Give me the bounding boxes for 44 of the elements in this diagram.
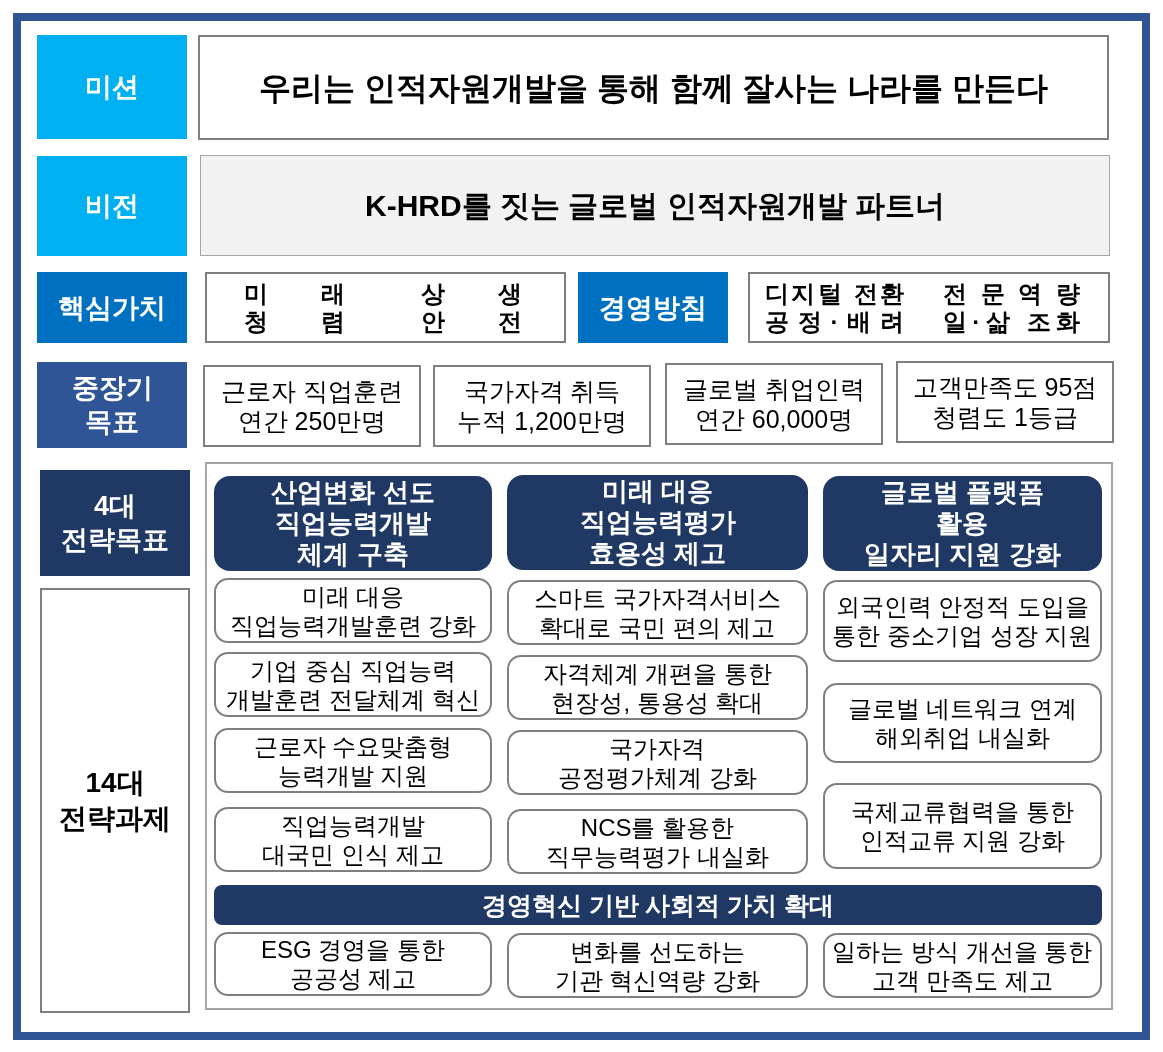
task-box: NCS를 활용한 직무능력평가 내실화 [507, 809, 808, 874]
row-header: 경영방침 [578, 272, 728, 343]
value-label: 안전 [421, 308, 522, 336]
goal-text: 청렴도 1등급 [932, 402, 1078, 432]
task-box: 근로자 수요맞춤형 능력개발 지원 [214, 728, 492, 793]
value-label: 청렴 [244, 308, 345, 336]
value-label: 상생 [421, 280, 522, 308]
goal-box [896, 361, 1114, 443]
goal-box: 근로자 직업훈련 연간 250만명 [203, 365, 421, 447]
task-box: 일하는 방식 개선을 통한 고객 만족도 제고 [823, 933, 1102, 998]
task-box: 변화를 선도하는 기관 혁신역량 강화 [507, 933, 808, 998]
goal-header: 글로벌 플랫폼 활용 일자리 지원 강화 [823, 476, 1102, 571]
policy-label: 디지털 전환 [765, 280, 904, 308]
task-box: 글로벌 네트워크 연계 해외취업 내실화 [823, 683, 1102, 763]
row-header: 14대 전략과제 [40, 588, 190, 1013]
task-box: 스마트 국가자격서비스 확대로 국민 편의 제고 [507, 580, 808, 645]
row-header: 핵심가치 [37, 272, 187, 343]
group-frame [205, 462, 1113, 1010]
row-header: 중장기 목표 [37, 362, 187, 448]
banner-bar: 경영혁신 기반 사회적 가치 확대 [214, 885, 1102, 925]
goal-box: 글로벌 취업인력 연간 60,000명 [665, 363, 883, 445]
task-box: ESG 경영을 통한 공공성 제고 [214, 932, 492, 996]
row-header: 4대 전략목표 [40, 470, 190, 576]
values-box [205, 272, 566, 343]
policy-label: 전문역량 [943, 280, 1080, 308]
row-header: 미션 [37, 35, 187, 139]
task-box: 미래 대응 직업능력개발훈련 강화 [214, 578, 492, 643]
task-box: 직업능력개발 대국민 인식 제고 [214, 807, 492, 872]
task-box: 기업 중심 직업능력 개발훈련 전달체계 혁신 [214, 652, 492, 717]
task-box: 외국인력 안정적 도입을 통한 중소기업 성장 지원 [823, 580, 1102, 662]
goal-box: 국가자격 취득 누적 1,200만명 [433, 365, 651, 447]
statement-box: 우리는 인적자원개발을 통해 함께 잘사는 나라를 만든다 [198, 35, 1109, 140]
goal-text: 고객만족도 95점 [912, 372, 1098, 402]
statement-box: K-HRD를 짓는 글로벌 인적자원개발 파트너 [200, 155, 1110, 256]
task-box: 자격체계 개편을 통한 현장성, 통용성 확대 [507, 655, 808, 720]
policy-box [748, 272, 1110, 343]
value-label: 미래 [244, 280, 345, 308]
policy-label: 일·삶 조화 [943, 308, 1080, 336]
row-header: 비전 [37, 156, 187, 256]
goal-header: 산업변화 선도 직업능력개발 체계 구축 [214, 476, 492, 571]
goal-header: 미래 대응 직업능력평가 효용성 제고 [507, 475, 808, 570]
task-box: 국가자격 공정평가체계 강화 [507, 730, 808, 795]
task-box: 국제교류협력을 통한 인적교류 지원 강화 [823, 783, 1102, 869]
policy-label: 공정·배려 [765, 308, 904, 336]
